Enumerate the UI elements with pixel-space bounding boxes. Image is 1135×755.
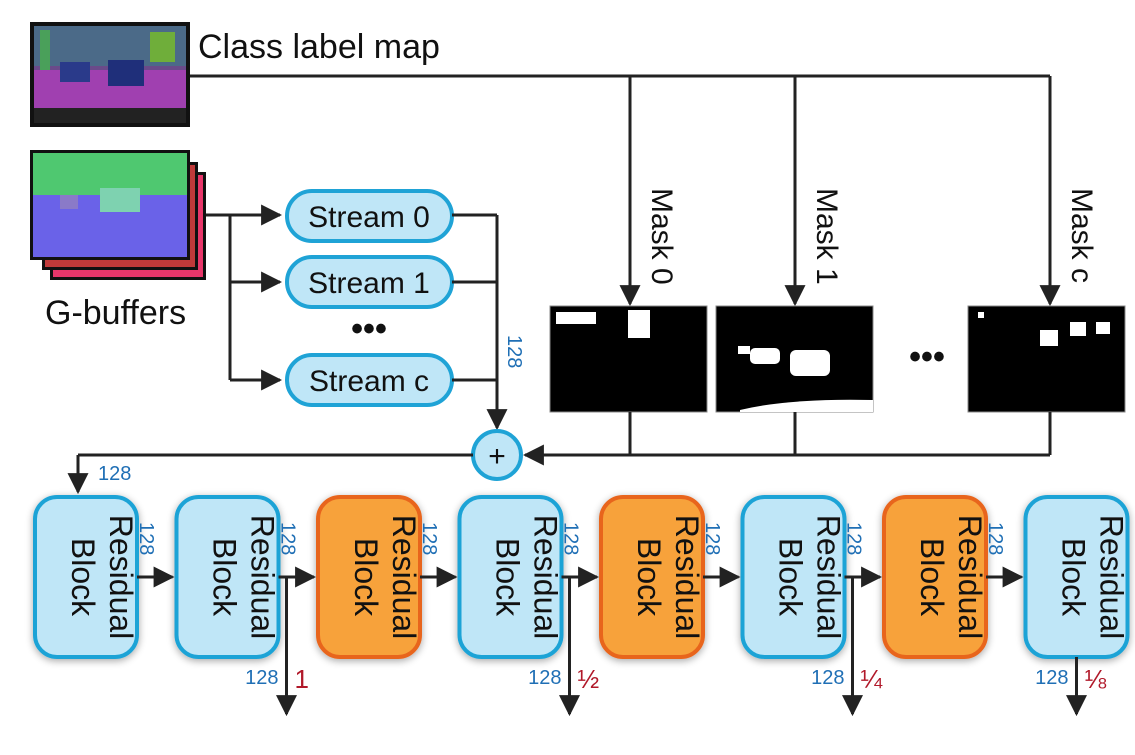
output-scale-3: ⅛ <box>1085 664 1107 694</box>
residual-block-7-line1: Residual <box>1094 515 1130 640</box>
stream-c: Stream c <box>285 353 454 407</box>
residual-block-1-line1: Residual <box>245 515 281 640</box>
residual-block-5-line2: Block <box>773 538 809 617</box>
residual-block-7-line2: Block <box>1056 538 1092 617</box>
block-chain: 128 128 128 128 128 128 128 128 1 128 ½ 128 ¼ 128 ⅛ <box>135 522 1107 717</box>
stream-0: Stream 0 <box>285 189 454 243</box>
chain-channels-0: 128 <box>135 522 157 555</box>
sum-to-blocks <box>67 453 473 495</box>
residual-block-4-line1: Residual <box>669 515 705 640</box>
output-scale-2: ¼ <box>861 664 883 694</box>
stream-1: Stream 1 <box>285 255 454 309</box>
class-label-map-label: Class label map <box>198 28 440 66</box>
mask-0-label: Mask 0 <box>645 188 678 285</box>
sum-channels-label: 128 <box>98 463 131 485</box>
chain-channels-6: 128 <box>984 522 1006 555</box>
stream-c-label: Stream c <box>309 365 429 398</box>
residual-block-0-line1: Residual <box>103 515 139 640</box>
residual-block-2-line1: Residual <box>386 515 422 640</box>
chain-channels-4: 128 <box>701 522 723 555</box>
output-channels-1: 128 <box>528 667 561 689</box>
residual-block-1-line2: Block <box>207 538 243 617</box>
g-buffer-fanout <box>206 204 283 391</box>
g-buffers-label: G-buffers <box>45 294 186 332</box>
sum-node: + <box>471 429 523 481</box>
residual-block-3-line1: Residual <box>528 515 564 640</box>
output-scale-0: 1 <box>295 664 309 694</box>
mask-1-image <box>715 305 874 413</box>
chain-channels-5: 128 <box>843 522 865 555</box>
mask-ellipsis: ••• <box>909 338 945 376</box>
mask-c-label: Mask c <box>1065 188 1098 283</box>
residual-block-4-line2: Block <box>631 538 667 617</box>
class-label-map-image <box>30 22 190 127</box>
residual-block-3-line2: Block <box>490 538 526 617</box>
mask-0-image <box>549 305 708 413</box>
output-scale-1: ½ <box>578 664 600 694</box>
residual-block-0-line2: Block <box>65 538 101 617</box>
sum-symbol: + <box>488 440 506 473</box>
label-map-to-masks <box>190 74 1061 307</box>
stream-merge-lines <box>452 213 508 431</box>
mask-1-label: Mask 1 <box>810 188 843 285</box>
residual-block-6-line1: Residual <box>952 515 988 640</box>
mask-merge-lines <box>522 412 1052 466</box>
residual-block-2-line2: Block <box>348 538 384 617</box>
stream-channels-label: 128 <box>503 335 525 368</box>
chain-channels-2: 128 <box>418 522 440 555</box>
mask-c-image <box>967 305 1126 413</box>
stream-0-label: Stream 0 <box>308 201 430 234</box>
output-channels-2: 128 <box>811 667 844 689</box>
stream-ellipsis: ••• <box>351 310 387 348</box>
output-channels-3: 128 <box>1035 667 1068 689</box>
stream-1-label: Stream 1 <box>308 267 430 300</box>
residual-block-6-line2: Block <box>914 538 950 617</box>
residual-block-5-line1: Residual <box>811 515 847 640</box>
g-buffers-image <box>30 150 206 280</box>
chain-channels-3: 128 <box>560 522 582 555</box>
chain-channels-1: 128 <box>277 522 299 555</box>
output-channels-0: 128 <box>245 667 278 689</box>
